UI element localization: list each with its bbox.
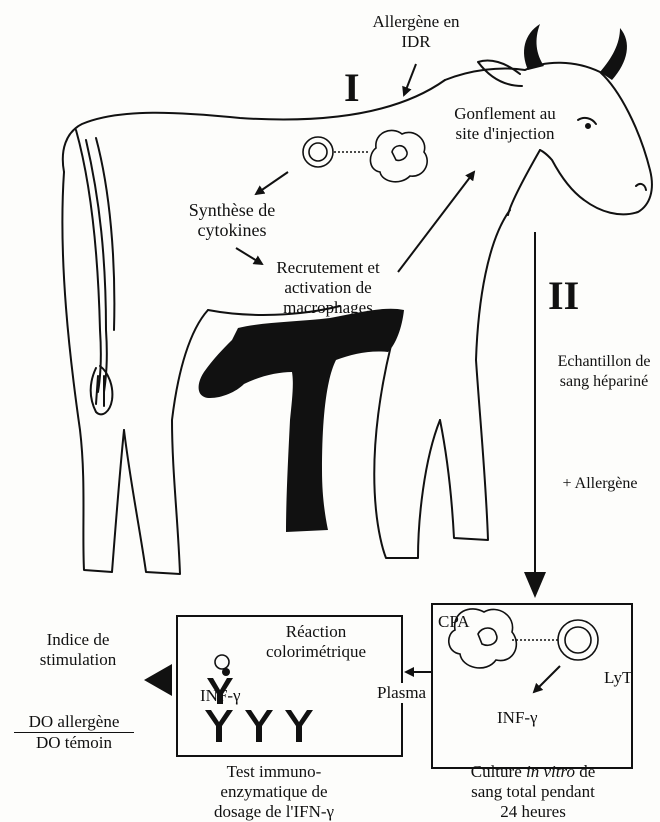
cytokine-synthesis-label: Synthèse de cytokines (172, 200, 292, 240)
ratio-denominator: DO témoin (14, 733, 134, 753)
swelling-label: Gonflement au site d'injection (446, 104, 564, 144)
phase-one-numeral: I (344, 68, 360, 108)
ratio-numerator: DO allergène (14, 712, 134, 733)
lymphocyte-label: LyT (604, 668, 632, 688)
culture-caption: Culture in vitro de sang total pendant 2… (462, 762, 604, 822)
od-ratio: DO allergène DO témoin (14, 712, 134, 753)
phase-two-numeral: II (548, 276, 579, 316)
horn-icon (524, 24, 627, 80)
udder-patch-shape (199, 309, 404, 532)
culture-inf-label: INF-γ (497, 708, 538, 728)
add-allergen-label: + Allergène (548, 474, 652, 494)
sample-arrowhead (524, 572, 546, 598)
culture-cells-icon (449, 609, 598, 668)
apc-label: CPA (438, 612, 470, 632)
allergen-label: Allergène en IDR (372, 12, 460, 52)
sample-label: Echantillon de sang hépariné (548, 352, 660, 392)
recruitment-arrow (236, 248, 262, 264)
result-arrowhead (144, 664, 172, 696)
reaction-label: Réaction colorimétrique (256, 622, 376, 662)
recruitment-label: Recrutement et activation de macrophages (262, 258, 394, 318)
culture-inf-arrow (534, 666, 560, 692)
elisa-inf-label: INF-γ (200, 686, 241, 706)
plasma-label: Plasma (375, 683, 428, 703)
allergen-arrow (404, 64, 416, 95)
elisa-caption: Test immuno-enzymatique de dosage de l'I… (204, 762, 344, 822)
stimulation-index-label: Indice de stimulation (24, 630, 132, 670)
cell-pair-skin-icon (303, 130, 427, 181)
cytokine-arrow (256, 172, 288, 194)
swelling-arrow (398, 172, 474, 272)
